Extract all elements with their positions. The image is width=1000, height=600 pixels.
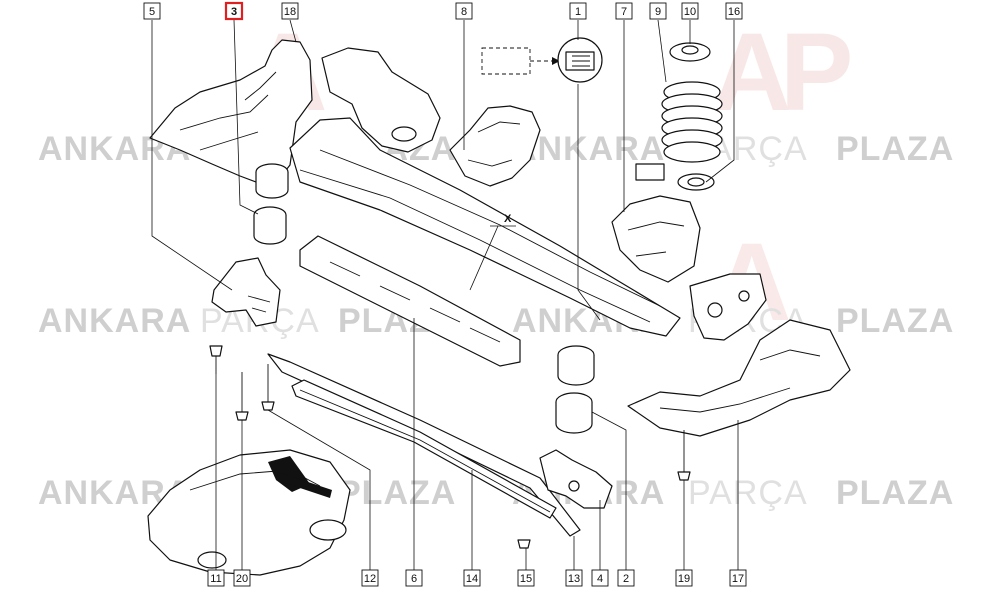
watermark-word-plaza: PLAZA xyxy=(836,302,954,340)
callout-number: 18 xyxy=(284,6,296,18)
left-bushings xyxy=(253,163,289,245)
callout-2: 2 xyxy=(617,569,635,587)
callout-11: 11 xyxy=(207,569,225,587)
callout-10: 10 xyxy=(681,2,699,20)
callout-number: 13 xyxy=(568,573,580,585)
watermark-word-plaza: PLAZA xyxy=(836,130,954,168)
callout-number: 20 xyxy=(236,573,248,585)
callout-box xyxy=(725,2,743,20)
callout-box xyxy=(224,1,244,21)
callout-box xyxy=(615,2,633,20)
callout-number: 16 xyxy=(728,6,740,18)
callout-box xyxy=(649,2,667,20)
callout-number: 4 xyxy=(597,573,603,585)
torsion-beam xyxy=(289,117,681,337)
callout-number: 2 xyxy=(623,573,629,585)
watermark-logo-top-right: A P xyxy=(712,11,853,134)
callout-12: 12 xyxy=(361,569,379,587)
callout-box xyxy=(517,569,535,587)
detail-label-x: X xyxy=(504,213,512,225)
callout-box xyxy=(207,569,225,587)
callout-number: 11 xyxy=(210,573,221,585)
callout-number: 17 xyxy=(732,573,744,585)
callout-number: 9 xyxy=(655,6,661,18)
spring-pad xyxy=(635,163,665,181)
watermark-word-ankara: ANKARA xyxy=(38,302,191,340)
watermark-word-plaza: PLAZA xyxy=(338,474,456,512)
callout-5: 5 xyxy=(143,2,161,20)
callout-number: 12 xyxy=(364,573,376,585)
callout-number: 19 xyxy=(678,573,690,585)
callout-8: 8 xyxy=(455,2,473,20)
callout-17: 17 xyxy=(729,569,747,587)
callout-box xyxy=(233,569,251,587)
callout-box xyxy=(463,569,481,587)
callout-number: 14 xyxy=(466,573,478,585)
callout-box xyxy=(565,569,583,587)
right-lower-shield xyxy=(627,319,851,437)
callout-19: 19 xyxy=(675,569,693,587)
bolts xyxy=(209,345,691,549)
callout-box xyxy=(675,569,693,587)
right-bushings xyxy=(555,345,595,434)
callout-1: 1 xyxy=(569,2,587,20)
callout-15: 15 xyxy=(517,569,535,587)
callout-number: 10 xyxy=(684,6,696,18)
leader-lines xyxy=(151,19,739,570)
callout-box xyxy=(591,569,609,587)
callout-box xyxy=(569,2,587,20)
detail-box xyxy=(481,47,531,75)
small-bracket-4 xyxy=(539,449,613,509)
callout-number: 7 xyxy=(621,6,627,18)
callout-7: 7 xyxy=(615,2,633,20)
callout-9: 9 xyxy=(649,2,667,20)
callout-box xyxy=(405,569,423,587)
coil-spring xyxy=(661,81,723,163)
callout-16: 16 xyxy=(725,2,743,20)
callout-box xyxy=(729,569,747,587)
axle-mount-bracket-left xyxy=(321,47,441,153)
callout-6: 6 xyxy=(405,569,423,587)
cover-8 xyxy=(449,105,541,187)
callout-3: 3 xyxy=(224,1,244,21)
callout-box xyxy=(455,2,473,20)
right-heat-shield xyxy=(611,195,701,283)
svg-text:A: A xyxy=(712,11,791,134)
callout-20: 20 xyxy=(233,569,251,587)
watermark-word-plaza: PLAZA xyxy=(836,474,954,512)
callout-box xyxy=(617,569,635,587)
callout-13: 13 xyxy=(565,569,583,587)
left-bracket xyxy=(211,257,281,327)
callout-box xyxy=(281,2,299,20)
parts-drawing: X xyxy=(147,37,851,576)
callout-18: 18 xyxy=(281,2,299,20)
callout-number: 3 xyxy=(231,6,237,18)
side-rail-6 xyxy=(299,235,521,367)
callout-number: 5 xyxy=(149,6,155,18)
callout-box xyxy=(143,2,161,20)
callout-number: 15 xyxy=(520,573,532,585)
vehicle-reference-outline xyxy=(147,449,351,576)
callout-14: 14 xyxy=(463,569,481,587)
callout-4: 4 xyxy=(591,569,609,587)
watermark-word-parca: PARÇA xyxy=(688,474,808,512)
right-bracket xyxy=(689,273,767,341)
callout-number: 6 xyxy=(411,573,417,585)
svg-text:P: P xyxy=(780,11,853,134)
callout-number: 8 xyxy=(461,6,467,18)
callout-box xyxy=(361,569,379,587)
callout-box xyxy=(681,2,699,20)
callout-number: 1 xyxy=(575,6,581,18)
